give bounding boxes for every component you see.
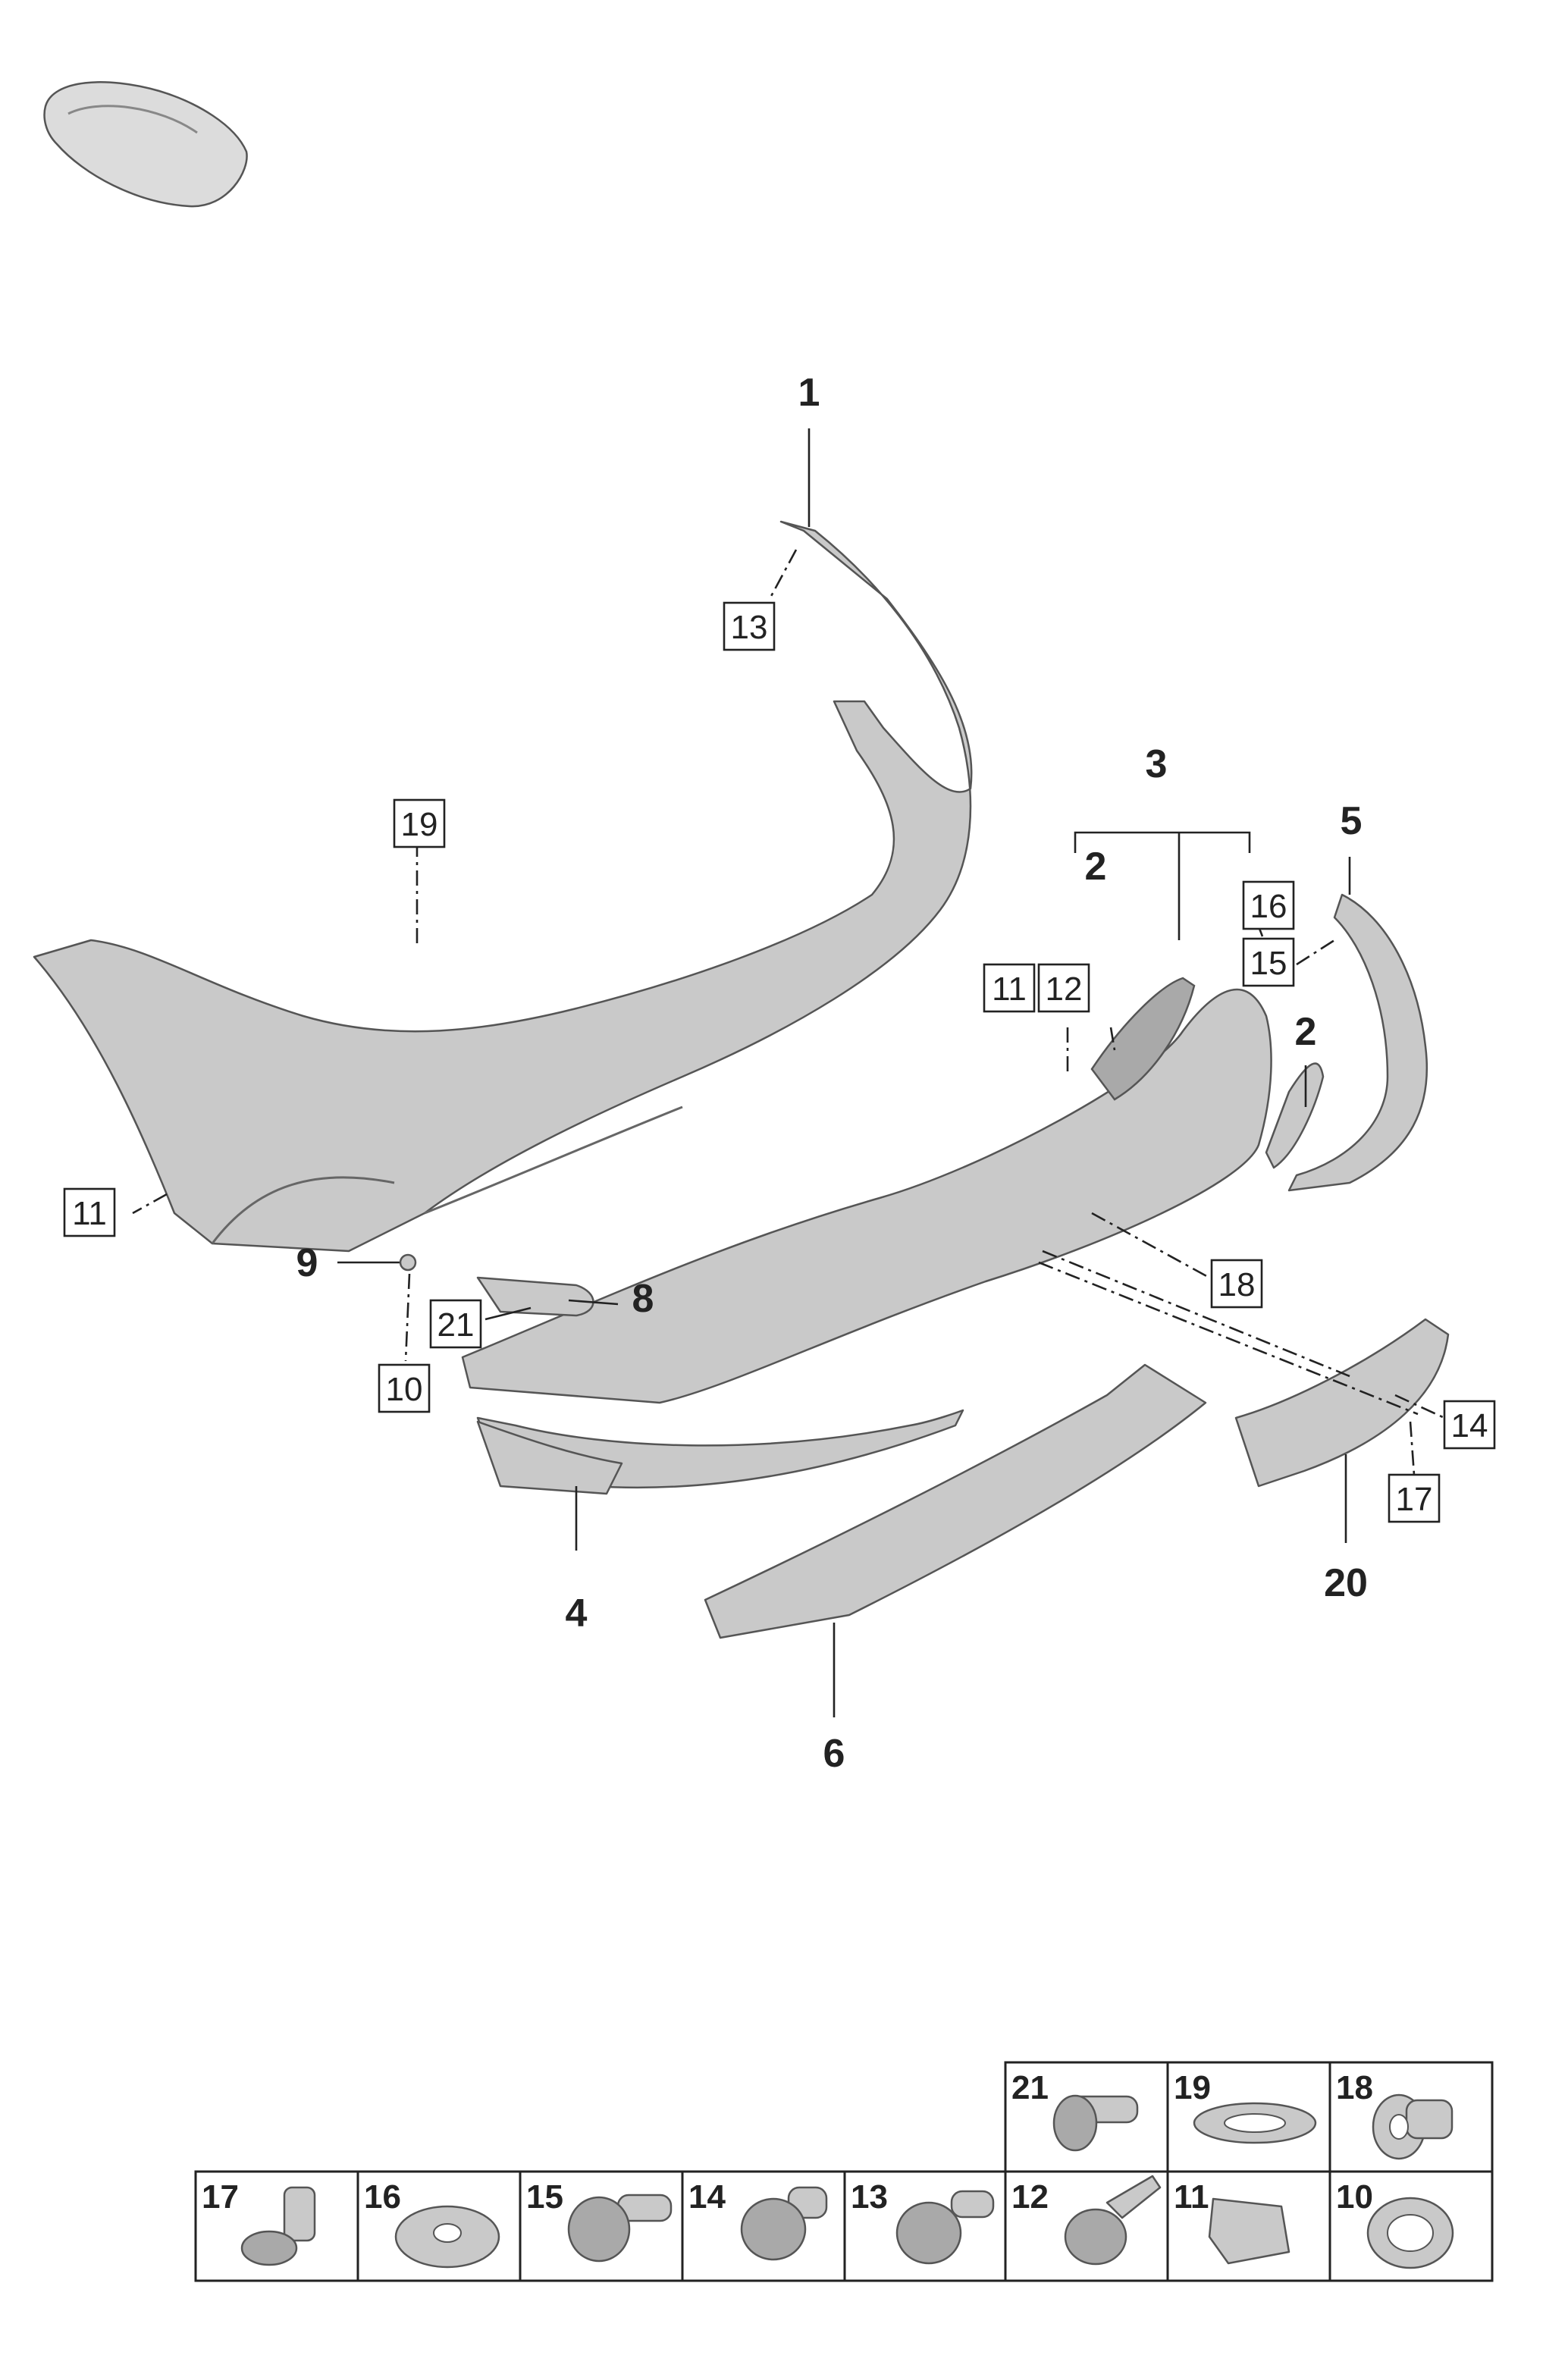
table-cell-17: 17	[202, 2178, 239, 2216]
table-cell-12: 12	[1011, 2178, 1049, 2216]
clip-icon	[1193, 2102, 1317, 2144]
diffuser	[704, 1363, 1207, 1639]
callout-6: 6	[823, 1732, 845, 1776]
box-12: 12	[1046, 971, 1083, 1008]
nut-icon	[1208, 2197, 1290, 2265]
license-plate-bracket	[1234, 1318, 1450, 1488]
box-21: 21	[437, 1306, 475, 1344]
table-cell-19: 19	[1174, 2069, 1211, 2106]
side-trim-right	[1287, 893, 1428, 1192]
box-19: 19	[401, 806, 438, 843]
callout-2-left: 2	[1085, 845, 1107, 889]
callout-9: 9	[296, 1241, 318, 1285]
clip-9-icon	[399, 1253, 417, 1272]
box-18: 18	[1218, 1266, 1256, 1303]
ring-icon	[1366, 2197, 1454, 2269]
bumper-cover	[33, 520, 973, 1253]
tow-hook-cover	[476, 1276, 594, 1317]
callout-8: 8	[632, 1277, 654, 1321]
box-13: 13	[731, 609, 768, 646]
callout-5: 5	[1341, 799, 1363, 843]
box-10: 10	[386, 1371, 423, 1408]
box-11-right: 11	[992, 971, 1027, 1008]
callout-labels: 1 3 2 5 2 9 8 20 4 6	[296, 371, 1368, 1776]
box-16: 16	[1250, 888, 1287, 925]
table-cell-10: 10	[1336, 2178, 1373, 2216]
box-11-left: 11	[72, 1195, 107, 1232]
callout-2-right: 2	[1295, 1010, 1317, 1054]
box-17: 17	[1396, 1481, 1433, 1518]
bumper-lower-section	[461, 977, 1272, 1404]
rivet-icon	[1372, 2093, 1454, 2160]
callout-20: 20	[1324, 1561, 1368, 1605]
vehicle-thumbnail-icon	[43, 81, 248, 208]
screw-12-icon	[1064, 2175, 1162, 2266]
washer-icon	[394, 2205, 500, 2269]
table-cell-14: 14	[688, 2178, 726, 2216]
table-cell-18: 18	[1336, 2069, 1373, 2106]
screw-13-icon	[895, 2190, 995, 2265]
leader-lines	[132, 428, 1445, 1717]
table-cell-11: 11	[1174, 2178, 1209, 2216]
screw-14-icon	[740, 2186, 828, 2261]
table-cell-13: 13	[851, 2178, 888, 2216]
screw-icon	[1052, 2094, 1139, 2152]
lower-trim-strip	[476, 1409, 964, 1495]
hardware-table: 21 19 18 17 16 15 14 13 12 11	[194, 2061, 1494, 2282]
table-cell-15: 15	[526, 2178, 563, 2216]
box-15: 15	[1250, 945, 1287, 982]
boxed-references: 13 19 11 11 12 16 15 18 21 10 14 17	[63, 601, 1496, 1523]
callout-4: 4	[566, 1592, 588, 1635]
callout-1: 1	[798, 371, 820, 415]
table-cell-16: 16	[364, 2178, 401, 2216]
reflector-strip	[1265, 1062, 1325, 1169]
screw-15-icon	[567, 2194, 673, 2263]
callout-3: 3	[1146, 742, 1168, 786]
box-14: 14	[1451, 1407, 1488, 1444]
clip-17-icon	[240, 2186, 316, 2266]
table-cell-21: 21	[1011, 2069, 1049, 2106]
